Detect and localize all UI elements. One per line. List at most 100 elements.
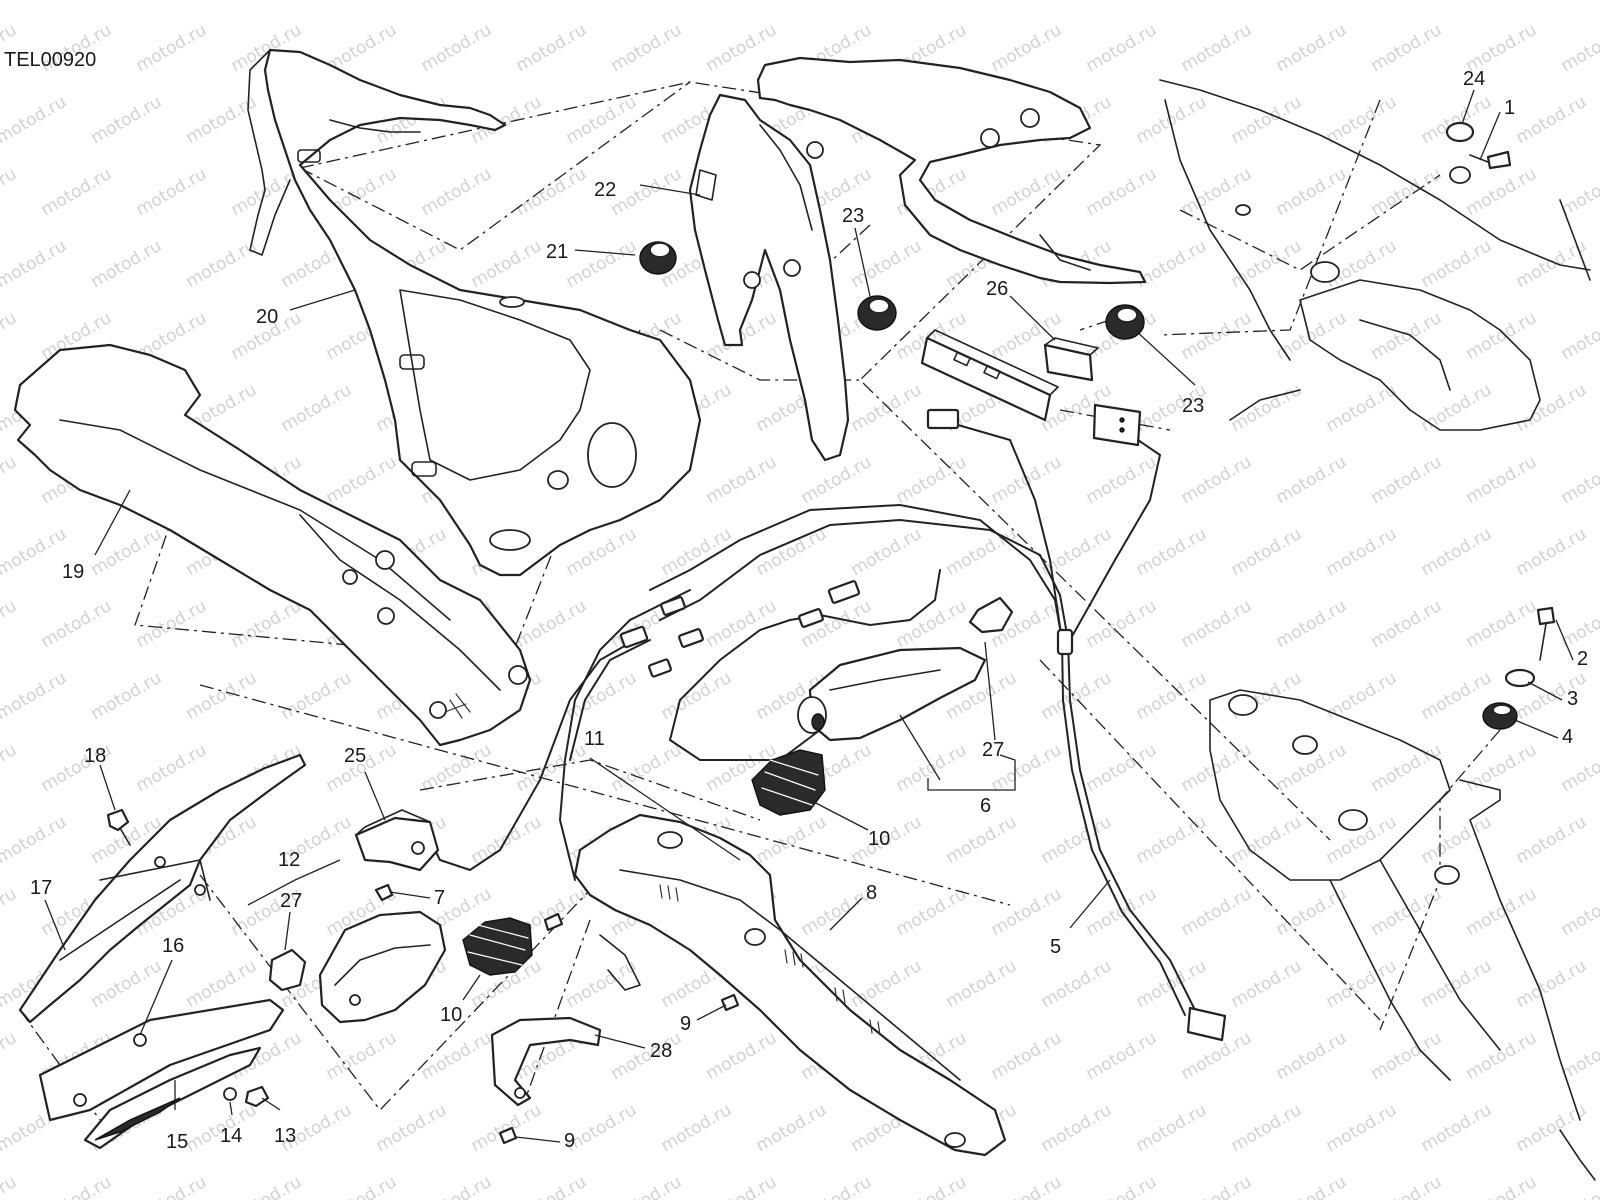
watermark-text: motod.ru: [563, 668, 641, 724]
watermark-text: motod.ru: [1133, 0, 1211, 4]
watermark-text: motod.ru: [1273, 20, 1351, 76]
callout-22: 22: [594, 179, 616, 201]
watermark-text: motod.ru: [183, 236, 261, 292]
relay-module-top: [926, 329, 1059, 396]
bolt-2-shank: [1539, 623, 1547, 661]
harness-branch-left: [558, 589, 691, 881]
license-holder-vent-marks: [659, 884, 881, 1036]
watermark-text: motod.ru: [1133, 92, 1211, 148]
subframe-lower-edge: [1559, 1129, 1596, 1181]
watermark-text: motod.ru: [703, 1028, 781, 1084]
watermark-text: motod.ru: [1323, 956, 1401, 1012]
rear-cover-clip-marks: [444, 693, 471, 719]
watermark-text: motod.ru: [1178, 884, 1256, 940]
watermark-text: motod.ru: [1418, 812, 1496, 868]
harness-wire-d: [659, 518, 1069, 641]
watermark-text: motod.ru: [848, 524, 926, 580]
watermark-text: motod.ru: [1368, 1172, 1446, 1200]
watermark-text: motod.ru: [1228, 92, 1306, 148]
watermark-text: motod.ru: [1273, 1172, 1351, 1200]
leader-7: [389, 891, 431, 899]
watermark-text: motod.ru: [658, 668, 736, 724]
part-17-plate-bracket: [18, 753, 307, 1024]
callout-24: 24: [1463, 68, 1485, 90]
watermark-text: motod.ru: [1083, 1172, 1161, 1200]
harness-connector-e: [827, 580, 861, 604]
boot-left-ribs: [467, 924, 529, 966]
bolt-2-head: [1536, 606, 1556, 626]
callout-13: 13: [274, 1125, 296, 1147]
watermark-text: motod.ru: [608, 164, 686, 220]
callout-5: 5: [1050, 936, 1061, 958]
leader-6-lens: [899, 714, 941, 781]
callout-9-upper: 9: [680, 1013, 691, 1035]
harness-wire-a: [957, 424, 1063, 641]
callout-11: 11: [584, 728, 605, 750]
license-holder-lower-tab: [599, 934, 641, 991]
watermark-text: motod.ru: [608, 20, 686, 76]
watermark-text: motod.ru: [798, 1172, 876, 1200]
watermark-text: motod.ru: [513, 164, 591, 220]
watermark-text: motod.ru: [0, 740, 20, 796]
grommet-23-right-bore: [1116, 307, 1138, 323]
leader-21: [574, 249, 636, 256]
screw-9-lower: [498, 1126, 518, 1145]
watermark-text: motod.ru: [323, 1028, 401, 1084]
watermark-text: motod.ru: [38, 596, 116, 652]
part-25-connector-box: [354, 809, 440, 872]
watermark-text: motod.ru: [1273, 164, 1351, 220]
watermark-text: motod.ru: [1463, 1172, 1541, 1200]
license-holder-crease: [619, 869, 961, 1081]
watermark-text: motod.ru: [1368, 308, 1446, 364]
leader-lines: [44, 89, 1574, 1143]
tail-frame-clip-a: [399, 354, 425, 370]
watermark-text: motod.ru: [1513, 236, 1591, 292]
watermark-text: motod.ru: [1368, 20, 1446, 76]
watermark-text: motod.ru: [1323, 1100, 1401, 1156]
watermark-text: motod.ru: [988, 884, 1066, 940]
rear-cover-outline: [13, 343, 532, 747]
watermark-text: motod.ru: [1513, 380, 1591, 436]
watermark-text: motod.ru: [1368, 164, 1446, 220]
watermark-text: motod.ru: [468, 0, 546, 4]
tail-frame-large-hole: [587, 422, 637, 488]
watermark-text: motod.ru: [798, 452, 876, 508]
watermark-text: motod.ru: [1038, 0, 1116, 4]
watermark-text: motod.ru: [468, 1100, 546, 1156]
watermark-text: motod.ru: [1133, 236, 1211, 292]
callout-15: 15: [166, 1131, 188, 1153]
watermark-text: motod.ru: [1228, 956, 1306, 1012]
watermark-text: motod.ru: [1083, 740, 1161, 796]
leader-20: [289, 289, 356, 311]
tail-frame-upper-edge: [329, 119, 421, 133]
harness-branch-connector-25: [429, 639, 636, 872]
seat-base-top-edge: [1159, 79, 1591, 271]
assembly-line-grommet-23-right: [1079, 319, 1111, 331]
part-16-plate-light: [38, 998, 285, 1150]
washer-14: [223, 1087, 237, 1101]
screw-9-upper: [720, 993, 740, 1012]
watermark-text: motod.ru: [798, 884, 876, 940]
tail-frame-top-slot: [499, 296, 525, 308]
tail-frame-lower-slot: [489, 529, 531, 551]
watermark-text: motod.ru: [0, 236, 70, 292]
license-holder-top-mount: [657, 831, 683, 849]
left-indicator-lens-line: [334, 944, 431, 986]
watermark-text: motod.ru: [1178, 740, 1256, 796]
rear-cover-boss-a: [375, 550, 395, 570]
watermark-text: motod.ru: [0, 884, 20, 940]
leader-3: [1527, 681, 1563, 701]
callout-10-right: 10: [868, 828, 890, 850]
seat-base-mount-b: [1235, 204, 1251, 216]
watermark-text: motod.ru: [1228, 1100, 1306, 1156]
harness-connector-pin-b: [1119, 427, 1125, 433]
rear-cover-boss-c: [377, 607, 395, 625]
watermark-text: motod.ru: [0, 164, 20, 220]
watermark-text: motod.ru: [1558, 596, 1600, 652]
tail-frame-inner-cutout: [399, 289, 591, 481]
watermark-text: motod.ru: [1368, 740, 1446, 796]
inner-bracket-pin-b: [743, 271, 761, 289]
watermark-text: motod.ru: [513, 1172, 591, 1200]
bolt-1-head: [1486, 150, 1512, 170]
watermark-text: motod.ru: [1228, 236, 1306, 292]
